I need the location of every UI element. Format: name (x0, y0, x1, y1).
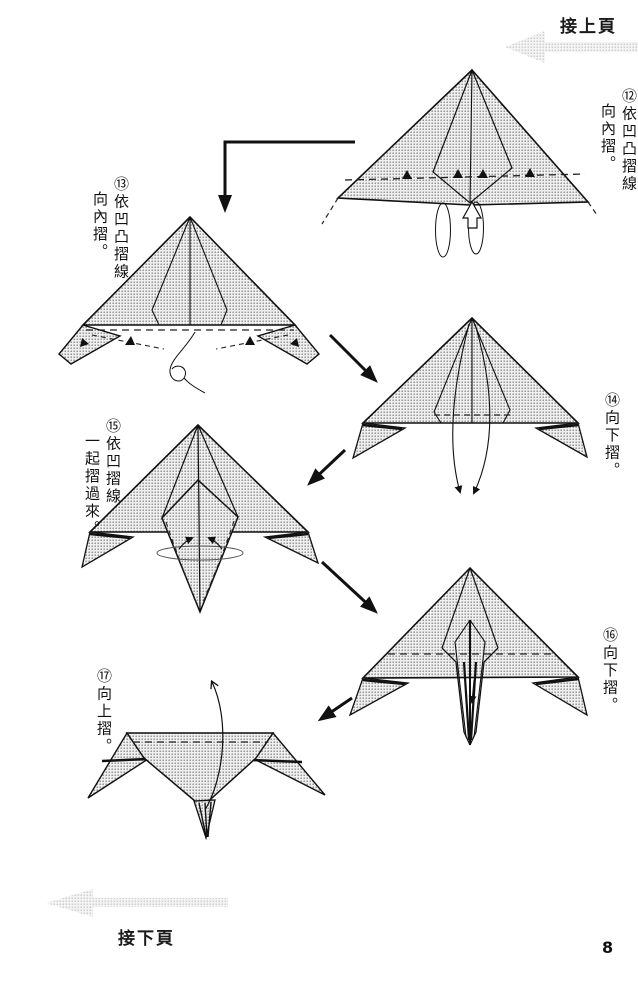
prev-page-label: 接上頁 (560, 17, 617, 37)
step-12-caption: ⑫依凹凸摺線 向內摺。 (596, 88, 638, 193)
right-wing (262, 531, 320, 565)
step-17-diagram (87, 679, 326, 841)
fold-line (344, 173, 586, 181)
push-arrow-icon (461, 200, 483, 229)
step-15-diagram (81, 423, 320, 615)
step-16-diagram (348, 566, 588, 746)
step-13-text2: 向內摺。 (91, 191, 109, 261)
fold-down-arrow (452, 323, 470, 494)
step-16-text: ⑯向下摺。 (601, 627, 619, 715)
twist-loop-icon (169, 331, 196, 382)
step-13-caption: ⑬依凹凸摺線 向內摺。 (88, 176, 130, 281)
step-13-diagram (58, 215, 320, 394)
fold-line (201, 520, 235, 606)
arrow-16-to-17 (317, 696, 353, 722)
step-15-text2: 一起摺過來。 (83, 433, 101, 538)
arrow-13-to-14 (328, 333, 378, 383)
left-wing-tip (58, 324, 122, 365)
step-15-text: ⑮依凹摺線 (104, 418, 122, 506)
right-wing (533, 422, 589, 459)
paper-body (361, 316, 580, 424)
right-wing-tip (256, 324, 320, 365)
fold-line (165, 521, 198, 606)
prev-page-arrow-icon (505, 31, 638, 63)
step-12-text2: 向內摺。 (599, 103, 617, 173)
rotate-indicator (156, 545, 244, 561)
step-14-diagram (351, 316, 589, 495)
step-17-caption: ⑰向上摺。 (92, 668, 113, 756)
arrow-14-to-15 (307, 448, 347, 486)
step-15-caption: ⑮依凹摺線 一起摺過來。 (80, 418, 122, 538)
left-wing (351, 422, 408, 460)
step-13-text: ⑬依凹凸摺線 (112, 176, 130, 281)
step-17-text: ⑰向上摺。 (95, 668, 113, 756)
step-14-caption: ⑭向下摺。 (600, 392, 621, 480)
step-12-text: ⑫依凹凸摺線 (620, 88, 638, 193)
step-12-diagram (321, 68, 598, 258)
step-16-caption: ⑯向下摺。 (598, 627, 619, 715)
page-number: 8 (602, 938, 614, 957)
paper-body (336, 68, 590, 206)
left-wing (348, 677, 411, 717)
fold-down-arrow (472, 323, 491, 495)
right-wing (531, 676, 588, 717)
paper-body (81, 215, 297, 326)
next-page-label: 接下頁 (118, 929, 175, 949)
arrow-12-to-13 (218, 140, 355, 213)
tail-edge (441, 647, 471, 746)
tail-edge (469, 647, 499, 746)
next-page-arrow-icon (46, 889, 228, 917)
step-14-text: ⑭向下摺。 (603, 392, 621, 480)
left-wing (81, 531, 135, 569)
arrow-15-to-16 (320, 560, 378, 614)
fold-up-arrow (204, 679, 224, 811)
paper-body (125, 732, 275, 808)
